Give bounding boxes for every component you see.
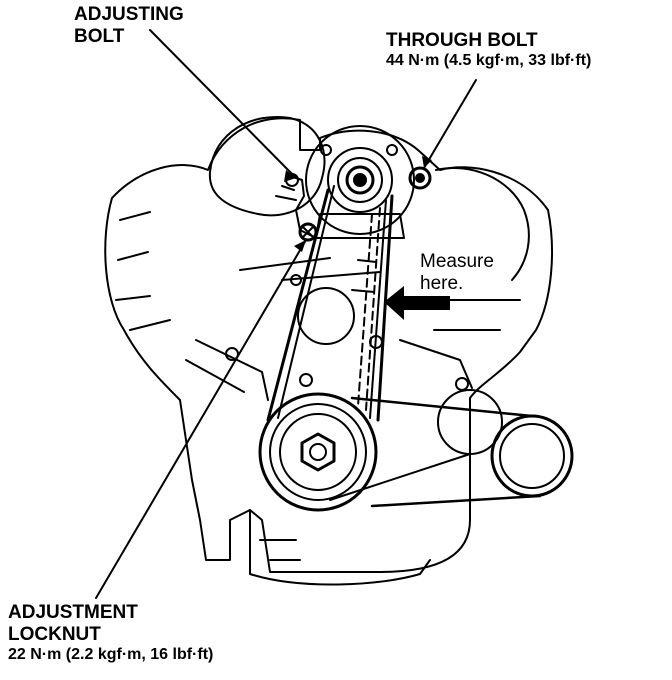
left-cam-lobe: [208, 116, 326, 217]
crankshaft-pulley: [258, 392, 378, 512]
alternator-belt: [266, 188, 394, 422]
measure-arrow-icon: [384, 286, 450, 320]
oil-pan: [249, 509, 431, 586]
leader-adjusting-bolt: [149, 29, 297, 179]
center-idler: [297, 287, 355, 345]
measure-line1: Measure: [420, 251, 494, 272]
locknut-line1: ADJUSTMENT: [8, 602, 138, 623]
ac-pulley: [490, 414, 574, 498]
through-bolt-label: THROUGH BOLT 44 N·m (4.5 kgf·m, 33 lbf·f…: [386, 30, 591, 70]
locknut-line2: LOCKNUT: [8, 623, 101, 645]
through-bolt-spec: 44 N·m (4.5 kgf·m, 33 lbf·ft): [386, 51, 592, 69]
through-bolt-head: [408, 166, 432, 190]
crank-bolt: [300, 432, 336, 472]
adjusting-bracket: [275, 175, 313, 237]
adjusting-bolt-line1: ADJUSTING: [74, 4, 184, 25]
leader-locknut: [95, 239, 307, 599]
alternator-pulley: [327, 147, 393, 213]
adjusting-bolt-line2: BOLT: [74, 25, 125, 47]
engine-block-outline: [104, 117, 553, 573]
leader-through-bolt: [423, 79, 477, 169]
alternator-housing: [305, 125, 415, 235]
measure-line2: here.: [420, 272, 464, 294]
measure-here-label: Measure here.: [420, 251, 494, 295]
ac-belt: [350, 396, 542, 508]
adjusting-bolt-label: ADJUSTING BOLT: [74, 4, 184, 48]
through-bolt-title: THROUGH BOLT: [386, 30, 538, 51]
locknut-spec: 22 N·m (2.2 kgf·m, 16 lbf·ft): [8, 645, 214, 663]
adjustment-locknut-label: ADJUSTMENT LOCKNUT 22 N·m (2.2 kgf·m, 16…: [8, 602, 213, 664]
